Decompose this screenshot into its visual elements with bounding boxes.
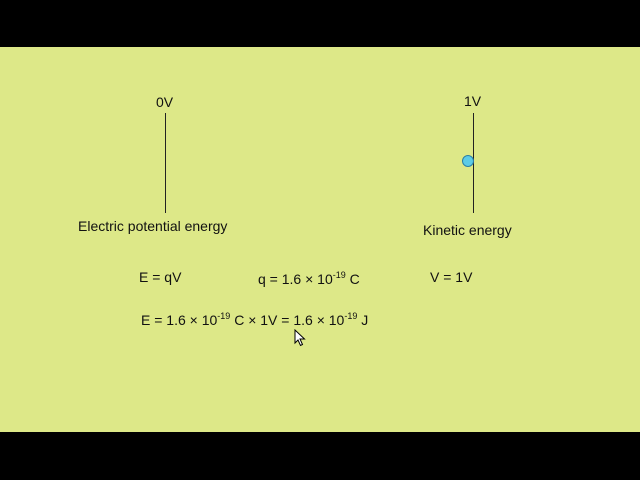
charge-unit: C (345, 271, 360, 287)
charge-equation: q = 1.6 × 10-19 C (258, 270, 360, 289)
bottom-letterbox (0, 432, 640, 480)
left-plate-label: 0V (156, 94, 174, 110)
energy-formula: E = qV (139, 269, 182, 285)
mouse-cursor-icon (294, 329, 306, 347)
right-plate-label: 1V (464, 93, 482, 109)
left-caption: Electric potential energy (78, 218, 228, 234)
calc-exponent-1: -19 (217, 311, 231, 321)
left-plate-line (165, 113, 166, 213)
top-letterbox (0, 0, 640, 47)
calc-part-2: C × 1V = 1.6 × 10 (230, 312, 345, 328)
calc-part-3: J (357, 312, 369, 328)
charge-exponent: -19 (332, 270, 346, 280)
slide-canvas: 0V Electric potential energy 1V Kinetic … (0, 47, 640, 432)
charge-prefix: q = 1.6 × 10 (258, 271, 333, 287)
right-caption: Kinetic energy (423, 222, 512, 238)
charged-particle (462, 155, 474, 167)
calc-exponent-2: -19 (344, 311, 358, 321)
energy-calculation: E = 1.6 × 10-19 C × 1V = 1.6 × 10-19 J (141, 311, 369, 330)
calc-part-1: E = 1.6 × 10 (141, 312, 218, 328)
voltage-equation: V = 1V (430, 269, 473, 285)
